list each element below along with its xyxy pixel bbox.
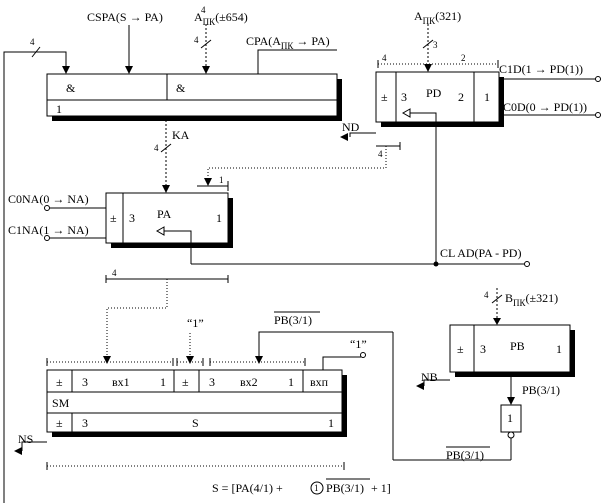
sm-out: S [192, 416, 199, 430]
pd-right-width: 2 [461, 53, 466, 63]
pa-lsb: 1 [216, 211, 222, 225]
pb-msb: 3 [480, 342, 486, 356]
inverter: 1 [500, 404, 522, 439]
pb31-to-sm [258, 331, 393, 356]
cspa-label: CSPA(S → PA) [87, 10, 163, 24]
pa-out-bus [106, 279, 168, 356]
top-left-width: 4 [30, 37, 35, 47]
pa-register: ± 3 PA 1 [105, 192, 233, 258]
pa-in-width: 1 [219, 175, 224, 185]
pd-name: PD [426, 86, 442, 100]
sm-carry: вхп [310, 375, 329, 389]
pb-name: PB [510, 339, 525, 353]
pb31-over-label: PB(3/1) [274, 313, 312, 327]
sm-msb1: 3 [82, 375, 88, 389]
c1d-label: C1D(1 → PD(1)) [499, 62, 583, 76]
sm-msb2: 3 [209, 375, 215, 389]
ns-label: NS [18, 432, 33, 446]
pd-lsb: 1 [484, 90, 490, 104]
inverter-bubble [507, 431, 515, 439]
b-pk-label: BПК(±321) [505, 291, 558, 308]
pd-sign: ± [381, 90, 388, 104]
c0d-terminal [595, 112, 601, 118]
pb-lsb: 1 [556, 342, 562, 356]
sm-in1: вх1 [112, 375, 130, 389]
pd-out-width: 4 [378, 149, 383, 159]
b-pk-width: 4 [484, 290, 489, 300]
cspa-arrow [125, 66, 133, 74]
pa-name: PA [157, 207, 172, 221]
cpa-line [257, 49, 337, 74]
pd-mid: 2 [458, 90, 464, 104]
sm-lsb2: 1 [288, 375, 294, 389]
nb-label: NB [421, 370, 438, 384]
quote-one-b: “1” [350, 337, 367, 351]
inverter-label: 1 [507, 411, 513, 425]
and-gate-block: & & 1 [46, 73, 342, 121]
c0na-label: C0NA(0 → NA) [8, 192, 89, 206]
quote-one-a: “1” [187, 316, 204, 330]
sm-summator: ± 3 вх1 1 ± 3 вх2 1 вхп SM ± 3 S 1 [46, 369, 347, 437]
pd-register: ± 3 PD 2 1 [375, 71, 504, 130]
sm-sign2: ± [182, 375, 189, 389]
pa-sign: ± [110, 211, 117, 225]
pa-msb: 3 [129, 211, 135, 225]
nd-line [349, 132, 376, 137]
clad-junction [433, 261, 439, 267]
pa-out-width: 4 [112, 268, 117, 278]
feedback-bus-left [3, 51, 67, 503]
formula: S = [PA(4/1) + [212, 481, 283, 495]
sm-lsb-out: 1 [328, 416, 334, 430]
c1na-label: C1NA(1 → NA) [8, 223, 89, 237]
clad-terminal [524, 261, 530, 267]
c1d-terminal [595, 76, 601, 82]
sm-name: SM [52, 396, 70, 410]
sm-lsb1: 1 [160, 375, 166, 389]
pb31-label: PB(3/1) [522, 383, 560, 397]
a-mantissa-width: 4 [194, 35, 199, 45]
clad-label: CL AD(PA - PD) [440, 246, 521, 260]
formula-circle-text: 1 [314, 483, 319, 493]
cpa-label: CPA(AПК → PA) [246, 34, 330, 51]
and-symbol-left: & [66, 81, 76, 95]
and-bit-label: 1 [56, 102, 62, 116]
nd-label: ND [342, 120, 360, 134]
pb-register: ± 3 PB 1 [449, 324, 575, 377]
pd-msb: 3 [401, 90, 407, 104]
a-mantissa-label: AПК(±654) [194, 10, 248, 27]
a-pk321-width: 3 [433, 40, 438, 50]
pd-left-width: 4 [382, 53, 387, 63]
a-mantissa-arrow [202, 66, 210, 74]
and-symbol-right: & [176, 81, 186, 95]
sm-msb-out: 3 [82, 416, 88, 430]
ka-label: KA [172, 128, 190, 142]
ka-arrow [162, 185, 170, 193]
formula-tail: + 1] [371, 481, 391, 495]
pd-out-bus [207, 146, 387, 180]
sm-sign-out: ± [56, 416, 63, 430]
sm-sign1: ± [56, 375, 63, 389]
a-mantissa-superscript: 4 [201, 5, 206, 15]
carry-line [322, 356, 361, 370]
formula-pb: PB(3/1) [326, 481, 364, 495]
pb-sign: ± [457, 342, 464, 356]
sm-in2: вх2 [240, 375, 258, 389]
formula-circle [310, 481, 324, 495]
c0d-label: C0D(0 → PD(1)) [503, 100, 587, 114]
pb31-bottom-label: PB(3/1) [446, 448, 484, 462]
ka-width: 4 [154, 143, 159, 153]
a-pk321-label: AПК(321) [414, 9, 461, 26]
